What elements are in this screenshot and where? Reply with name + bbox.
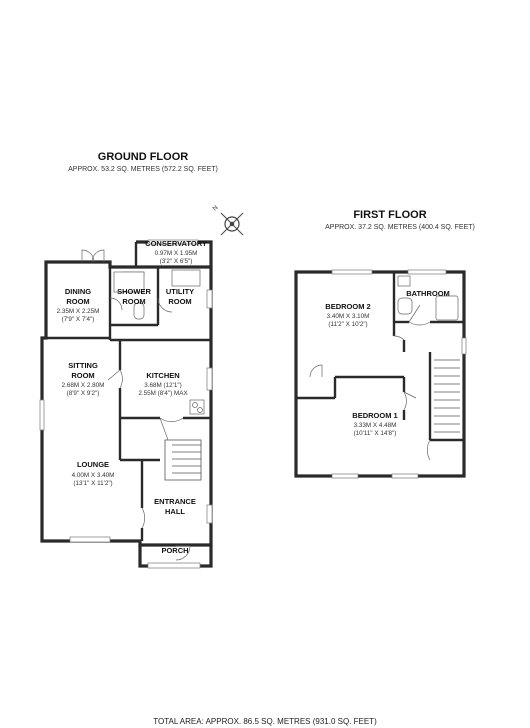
svg-text:(8'9" X 9'2"): (8'9" X 9'2")	[67, 390, 100, 397]
entrance-hall-label: ENTRANCE HALL	[154, 497, 196, 516]
svg-text:LOUNGE: LOUNGE	[77, 460, 109, 469]
bedroom-2-label: BEDROOM 2 3.40M X 3.10M (11'2" X 10'2")	[325, 302, 370, 328]
first-floor-doors	[309, 304, 431, 461]
bedroom-1-label: BEDROOM 1 3.33M X 4.48M (10'11" X 14'8")	[352, 411, 397, 437]
svg-text:2.55M (8'4") MAX: 2.55M (8'4") MAX	[138, 390, 188, 397]
svg-text:ROOM: ROOM	[122, 297, 145, 306]
svg-text:BEDROOM 1: BEDROOM 1	[352, 411, 397, 420]
first-floor-windows	[331, 269, 467, 479]
porch-label: PORCH	[161, 546, 188, 555]
svg-text:2.68M X 2.80M: 2.68M X 2.80M	[62, 382, 105, 389]
svg-text:ENTRANCE: ENTRANCE	[154, 497, 196, 506]
conservatory-label: CONSERVATORY 0.97M X 1.95M (3'2" X 6'5")	[145, 239, 207, 265]
svg-text:4.00M X 3.40M: 4.00M X 3.40M	[72, 472, 115, 479]
svg-text:DINING: DINING	[65, 287, 91, 296]
first-floor-area: APPROX. 37.2 SQ. METRES (400.4 SQ. FEET)	[325, 224, 475, 231]
svg-text:CONSERVATORY: CONSERVATORY	[145, 239, 207, 248]
svg-text:KITCHEN: KITCHEN	[146, 371, 179, 380]
svg-text:(11'2" X 10'2"): (11'2" X 10'2")	[328, 321, 367, 328]
lounge-label: LOUNGE 4.00M X 3.40M (13'1" X 11'2")	[72, 460, 115, 487]
svg-text:(3'2" X 6'5"): (3'2" X 6'5")	[160, 258, 193, 265]
svg-text:SHOWER: SHOWER	[117, 287, 151, 296]
svg-text:3.40M X 3.10M: 3.40M X 3.10M	[327, 313, 370, 320]
total-area: TOTAL AREA: APPROX. 86.5 SQ. METRES (931…	[153, 717, 377, 726]
compass-icon: N	[211, 204, 244, 236]
ground-floor-windows	[39, 239, 213, 569]
svg-text:(13'1" X 11'2"): (13'1" X 11'2")	[73, 480, 112, 487]
utility-room-label: UTILITY ROOM	[166, 287, 194, 306]
bathroom-label: BATHROOM	[406, 289, 450, 298]
ground-floor-doors	[81, 249, 191, 561]
svg-text:ROOM: ROOM	[66, 297, 89, 306]
first-floor-title: FIRST FLOOR	[353, 209, 426, 221]
svg-text:(7'9" X 7'4"): (7'9" X 7'4")	[62, 316, 95, 323]
dining-room-label: DINING ROOM 2.35M X 2.25M (7'9" X 7'4")	[57, 287, 100, 323]
svg-text:3.33M X 4.48M: 3.33M X 4.48M	[354, 422, 397, 429]
shower-room-label: SHOWER ROOM	[117, 287, 151, 306]
svg-text:BATHROOM: BATHROOM	[406, 289, 450, 298]
ground-floor-walls	[40, 240, 213, 568]
svg-text:(10'11" X 14'8"): (10'11" X 14'8")	[354, 430, 397, 437]
first-floor-fixtures	[397, 275, 459, 321]
ground-floor-title: GROUND FLOOR	[98, 151, 188, 163]
kitchen-label: KITCHEN 3.68M (12'1") 2.55M (8'4") MAX	[138, 371, 188, 397]
sitting-room-label: SITTING ROOM 2.68M X 2.80M (8'9" X 9'2")	[62, 361, 105, 397]
svg-text:UTILITY: UTILITY	[166, 287, 194, 296]
compass-north-label: N	[211, 204, 219, 212]
svg-text:3.68M (12'1"): 3.68M (12'1")	[144, 382, 181, 389]
svg-text:SITTING: SITTING	[68, 361, 98, 370]
ground-floor-fixtures	[113, 269, 205, 474]
svg-text:BEDROOM 2: BEDROOM 2	[325, 302, 370, 311]
first-floor-stairs	[434, 359, 460, 433]
svg-text:HALL: HALL	[165, 507, 185, 516]
svg-text:2.35M X 2.25M: 2.35M X 2.25M	[57, 308, 100, 315]
svg-text:PORCH: PORCH	[161, 546, 188, 555]
svg-text:ROOM: ROOM	[168, 297, 191, 306]
ground-floor-area: APPROX. 53.2 SQ. METRES (572.2 SQ. FEET)	[68, 166, 218, 173]
svg-text:ROOM: ROOM	[71, 371, 94, 380]
svg-text:0.97M X 1.95M: 0.97M X 1.95M	[155, 250, 198, 257]
